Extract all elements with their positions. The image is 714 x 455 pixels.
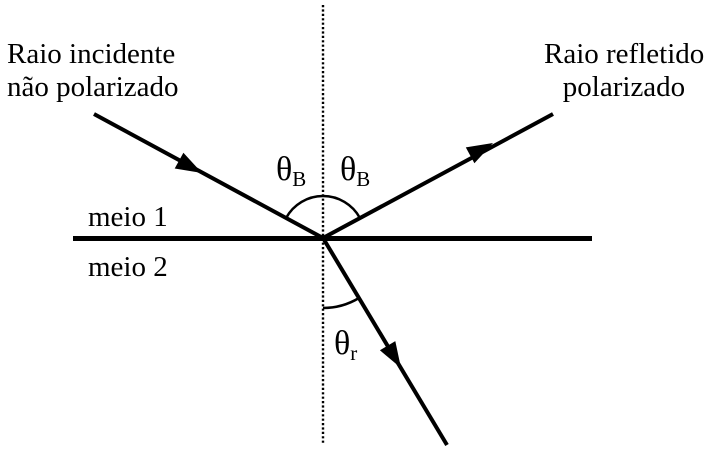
reflected-ray-label: Raio refletido polarizado bbox=[544, 38, 704, 104]
incident-ray-label: Raio incidente não polarizado bbox=[7, 38, 179, 104]
brewster-angle-left-label: θB bbox=[276, 152, 306, 197]
reflected-ray bbox=[322, 112, 554, 240]
reflected-ray-arrowhead bbox=[465, 143, 493, 164]
medium-1-label: meio 1 bbox=[88, 201, 168, 233]
medium-2-label: meio 2 bbox=[88, 251, 168, 283]
brewster-angle-arc bbox=[285, 194, 361, 219]
theta-subscript-B: B bbox=[356, 167, 371, 191]
theta-subscript-r: r bbox=[350, 341, 358, 365]
reflected-ray-label-line1: Raio refletido bbox=[544, 38, 705, 70]
theta-symbol: θ bbox=[334, 325, 351, 362]
refracted-ray-arrowhead bbox=[379, 341, 401, 368]
incident-ray-label-line1: Raio incidente bbox=[7, 38, 176, 70]
incident-ray-label-line2: não polarizado bbox=[7, 71, 179, 103]
refraction-angle-label: θr bbox=[334, 326, 357, 371]
refracted-ray bbox=[321, 236, 449, 447]
theta-symbol: θ bbox=[340, 151, 357, 188]
brewster-angle-right-label: θB bbox=[340, 152, 370, 197]
incident-ray-arrowhead bbox=[174, 152, 202, 173]
theta-symbol: θ bbox=[276, 151, 293, 188]
reflected-ray-label-line2: polarizado bbox=[562, 71, 686, 103]
theta-subscript-B: B bbox=[292, 167, 307, 191]
refraction-angle-arc bbox=[322, 296, 360, 310]
incident-ray bbox=[93, 112, 324, 240]
